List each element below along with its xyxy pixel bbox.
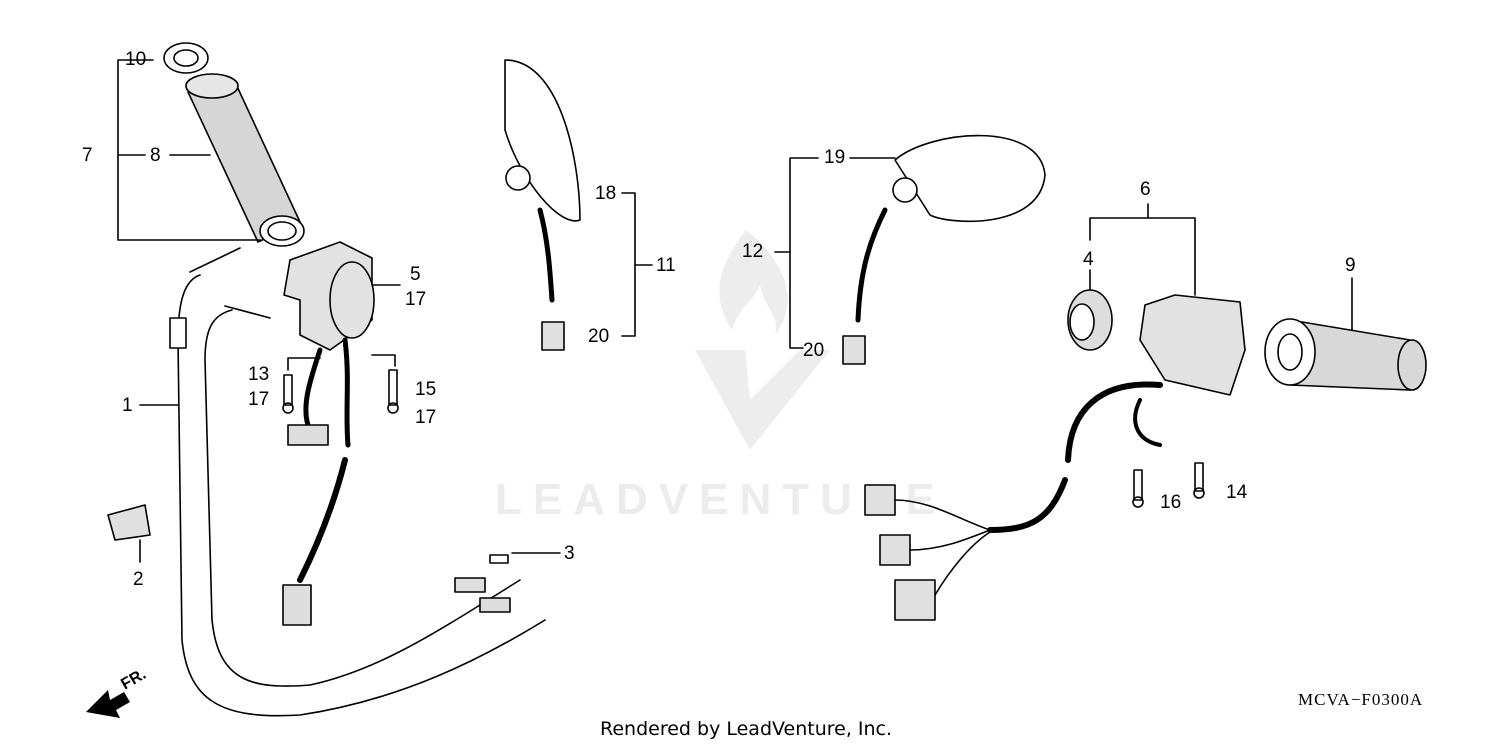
bracket-7 (117, 59, 261, 241)
callout-1: 1 (122, 395, 133, 416)
switch-housing-6 (1139, 294, 1246, 396)
callout-20-b: 20 (803, 340, 825, 361)
callout-14: 14 (1226, 482, 1248, 503)
callout-11: 11 (656, 255, 676, 276)
throttle-housing-5 (283, 241, 375, 351)
watermark-logo (695, 230, 830, 450)
front-direction-arrow (86, 690, 130, 718)
diagram-code: MCVA−F0300A (1298, 690, 1424, 709)
callout-8: 8 (150, 145, 161, 166)
callout-12: 12 (742, 241, 764, 262)
throttle-cable-1 (169, 247, 546, 717)
callout-15: 15 (415, 379, 437, 400)
callout-2: 2 (133, 569, 144, 590)
screw-13 (282, 374, 294, 414)
cable-clamp-2 (107, 504, 151, 541)
adapter-20a (541, 321, 565, 351)
adapter-20b (842, 335, 866, 365)
render-credit: Rendered by LeadVenture, Inc. (600, 718, 893, 740)
left-mirror-18 (504, 59, 581, 303)
grip-9 (1264, 318, 1427, 391)
callout-13: 13 (248, 364, 270, 385)
callout-19: 19 (824, 147, 846, 168)
grip-8 (185, 73, 305, 247)
callout-18: 18 (595, 183, 617, 204)
callout-10: 10 (125, 49, 147, 70)
ring-4 (1067, 289, 1113, 351)
callout-5: 5 (410, 264, 421, 285)
screw-14 (1193, 462, 1205, 499)
callout-6: 6 (1140, 179, 1151, 200)
callout-3: 3 (564, 543, 575, 564)
callout-7: 7 (82, 145, 93, 166)
callout-4: 4 (1083, 249, 1094, 270)
callout-20-a: 20 (588, 326, 610, 347)
screw-15 (387, 369, 399, 414)
throttle-grip-10 (163, 42, 209, 74)
screw-16 (1132, 469, 1144, 508)
callout-16: 16 (1160, 492, 1182, 513)
callout-17-c: 17 (415, 407, 437, 428)
callout-17-b: 17 (248, 389, 270, 410)
watermark: LEADVENTURE (495, 475, 947, 524)
callout-9: 9 (1345, 255, 1356, 276)
callout-17-a: 17 (405, 289, 427, 310)
right-mirror-19 (855, 134, 1046, 323)
